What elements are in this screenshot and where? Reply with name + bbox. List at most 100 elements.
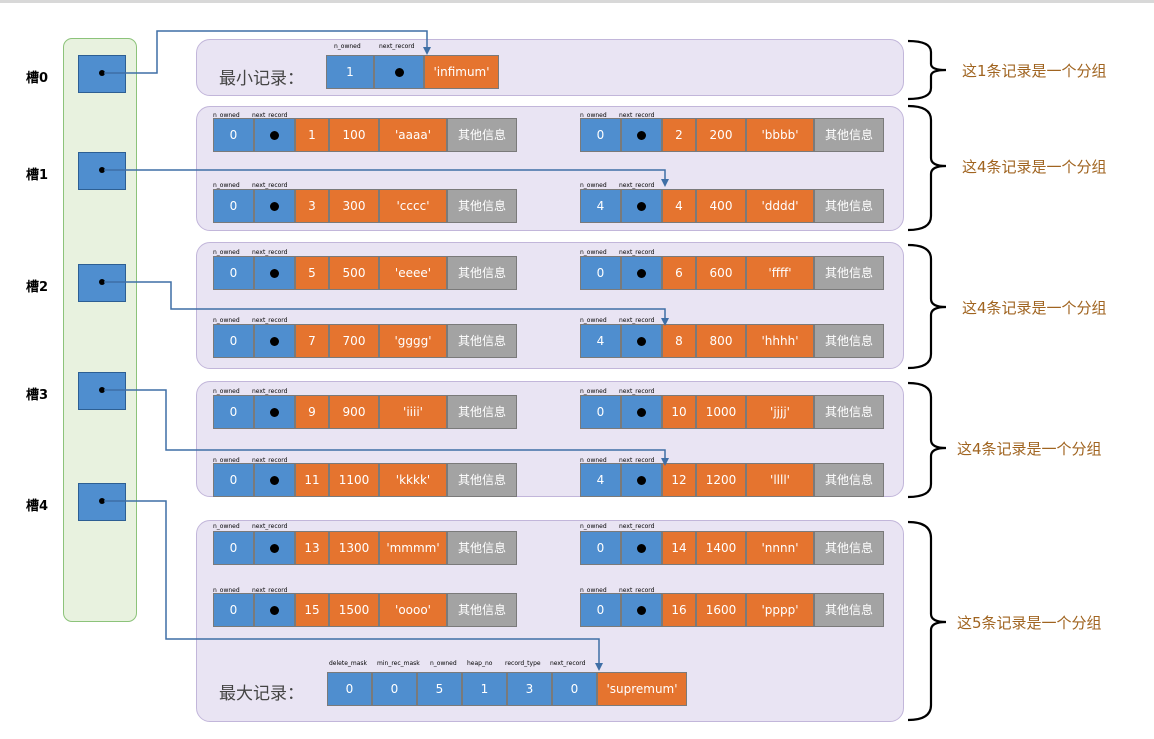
record-n-owned: 0 [213, 118, 254, 152]
field-label-next-record: next_record [619, 317, 655, 324]
supremum-value: 'supremum' [597, 672, 687, 706]
field-label-next-record: next_record [379, 43, 415, 50]
field-label-next-record: next_record [252, 317, 288, 324]
record-n-owned: 0 [213, 531, 254, 565]
field-label-n-owned: n_owned [334, 43, 361, 50]
record-id: 4 [662, 189, 696, 223]
field-label-record-type: record_type [505, 660, 541, 667]
supremum-delete-mask: 0 [327, 672, 372, 706]
record-next-record [254, 324, 295, 358]
field-label-n-owned: n_owned [580, 182, 607, 189]
record-other-info: 其他信息 [814, 463, 884, 497]
record-n-owned: 4 [580, 324, 621, 358]
pointer-dot-icon [637, 336, 646, 346]
record-id: 8 [662, 324, 696, 358]
record-number: 1100 [329, 463, 379, 497]
page-directory-panel [63, 38, 137, 622]
record-string: 'hhhh' [746, 324, 814, 358]
record-number: 100 [329, 118, 379, 152]
record-id: 5 [295, 256, 329, 290]
record-number: 1300 [329, 531, 379, 565]
top-divider [0, 0, 1154, 3]
record-other-info: 其他信息 [814, 395, 884, 429]
supremum-record: 0 0 5 1 3 0 'supremum' [327, 672, 687, 706]
field-label-next-record: next_record [619, 112, 655, 119]
pointer-dot-icon [637, 475, 646, 485]
pointer-dot-icon [637, 407, 646, 417]
field-label-min-rec-mask: min_rec_mask [377, 660, 420, 667]
pointer-dot-icon [270, 201, 279, 211]
pointer-dot-icon [270, 407, 279, 417]
field-label-next-record: next_record [252, 112, 288, 119]
record-next-record [621, 593, 662, 627]
record-string: 'dddd' [746, 189, 814, 223]
field-label-n-owned: n_owned [580, 523, 607, 530]
record-number: 800 [696, 324, 746, 358]
field-label-delete-mask: delete_mask [329, 660, 368, 667]
infimum-value: 'infimum' [424, 55, 499, 89]
field-label-next-record: next_record [252, 523, 288, 530]
record-next-record [254, 463, 295, 497]
record-string: 'llll' [746, 463, 814, 497]
record-other-info: 其他信息 [447, 118, 517, 152]
record-other-info: 其他信息 [447, 531, 517, 565]
field-label-n-owned: n_owned [580, 388, 607, 395]
record-next-record [621, 324, 662, 358]
field-label-n-owned: n_owned [430, 660, 457, 667]
record-other-info: 其他信息 [447, 463, 517, 497]
record-next-record [254, 593, 295, 627]
record-string: 'aaaa' [379, 118, 447, 152]
supremum-label: 最大记录： [219, 684, 304, 704]
record-id: 10 [662, 395, 696, 429]
pointer-dot-icon [270, 475, 279, 485]
record-number: 200 [696, 118, 746, 152]
record-n-owned: 4 [580, 463, 621, 497]
record-id: 15 [295, 593, 329, 627]
record-id: 9 [295, 395, 329, 429]
record-id: 12 [662, 463, 696, 497]
pointer-dot-icon [270, 336, 279, 346]
record-number: 700 [329, 324, 379, 358]
record-string: 'iiii' [379, 395, 447, 429]
field-label-next-record: next_record [619, 587, 655, 594]
record-number: 1000 [696, 395, 746, 429]
record-n-owned: 0 [580, 531, 621, 565]
record-other-info: 其他信息 [447, 593, 517, 627]
record-number: 500 [329, 256, 379, 290]
pointer-dot-icon [270, 130, 279, 140]
record-next-record [254, 189, 295, 223]
field-label-n-owned: n_owned [213, 388, 240, 395]
record-other-info: 其他信息 [447, 324, 517, 358]
record-other-info: 其他信息 [447, 256, 517, 290]
record-next-record [254, 256, 295, 290]
field-label-next-record: next_record [252, 182, 288, 189]
record-n-owned: 0 [213, 256, 254, 290]
group-text-1: 这4条记录是一个分组 [962, 158, 1107, 176]
record-string: 'ffff' [746, 256, 814, 290]
record-next-record [621, 189, 662, 223]
record-n-owned: 0 [580, 118, 621, 152]
field-label-n-owned: n_owned [213, 249, 240, 256]
pointer-dot-icon [637, 201, 646, 211]
record-other-info: 其他信息 [447, 395, 517, 429]
record-next-record [621, 395, 662, 429]
record-n-owned: 0 [213, 324, 254, 358]
field-label-heap-no: heap_no [467, 660, 493, 667]
record-id: 13 [295, 531, 329, 565]
record-next-record [254, 395, 295, 429]
record-string: 'kkkk' [379, 463, 447, 497]
group-text-2: 这4条记录是一个分组 [962, 299, 1107, 317]
field-label-next-record: next_record [619, 249, 655, 256]
group-text-3: 这4条记录是一个分组 [957, 440, 1102, 458]
record-number: 300 [329, 189, 379, 223]
infimum-label: 最小记录： [219, 69, 304, 89]
